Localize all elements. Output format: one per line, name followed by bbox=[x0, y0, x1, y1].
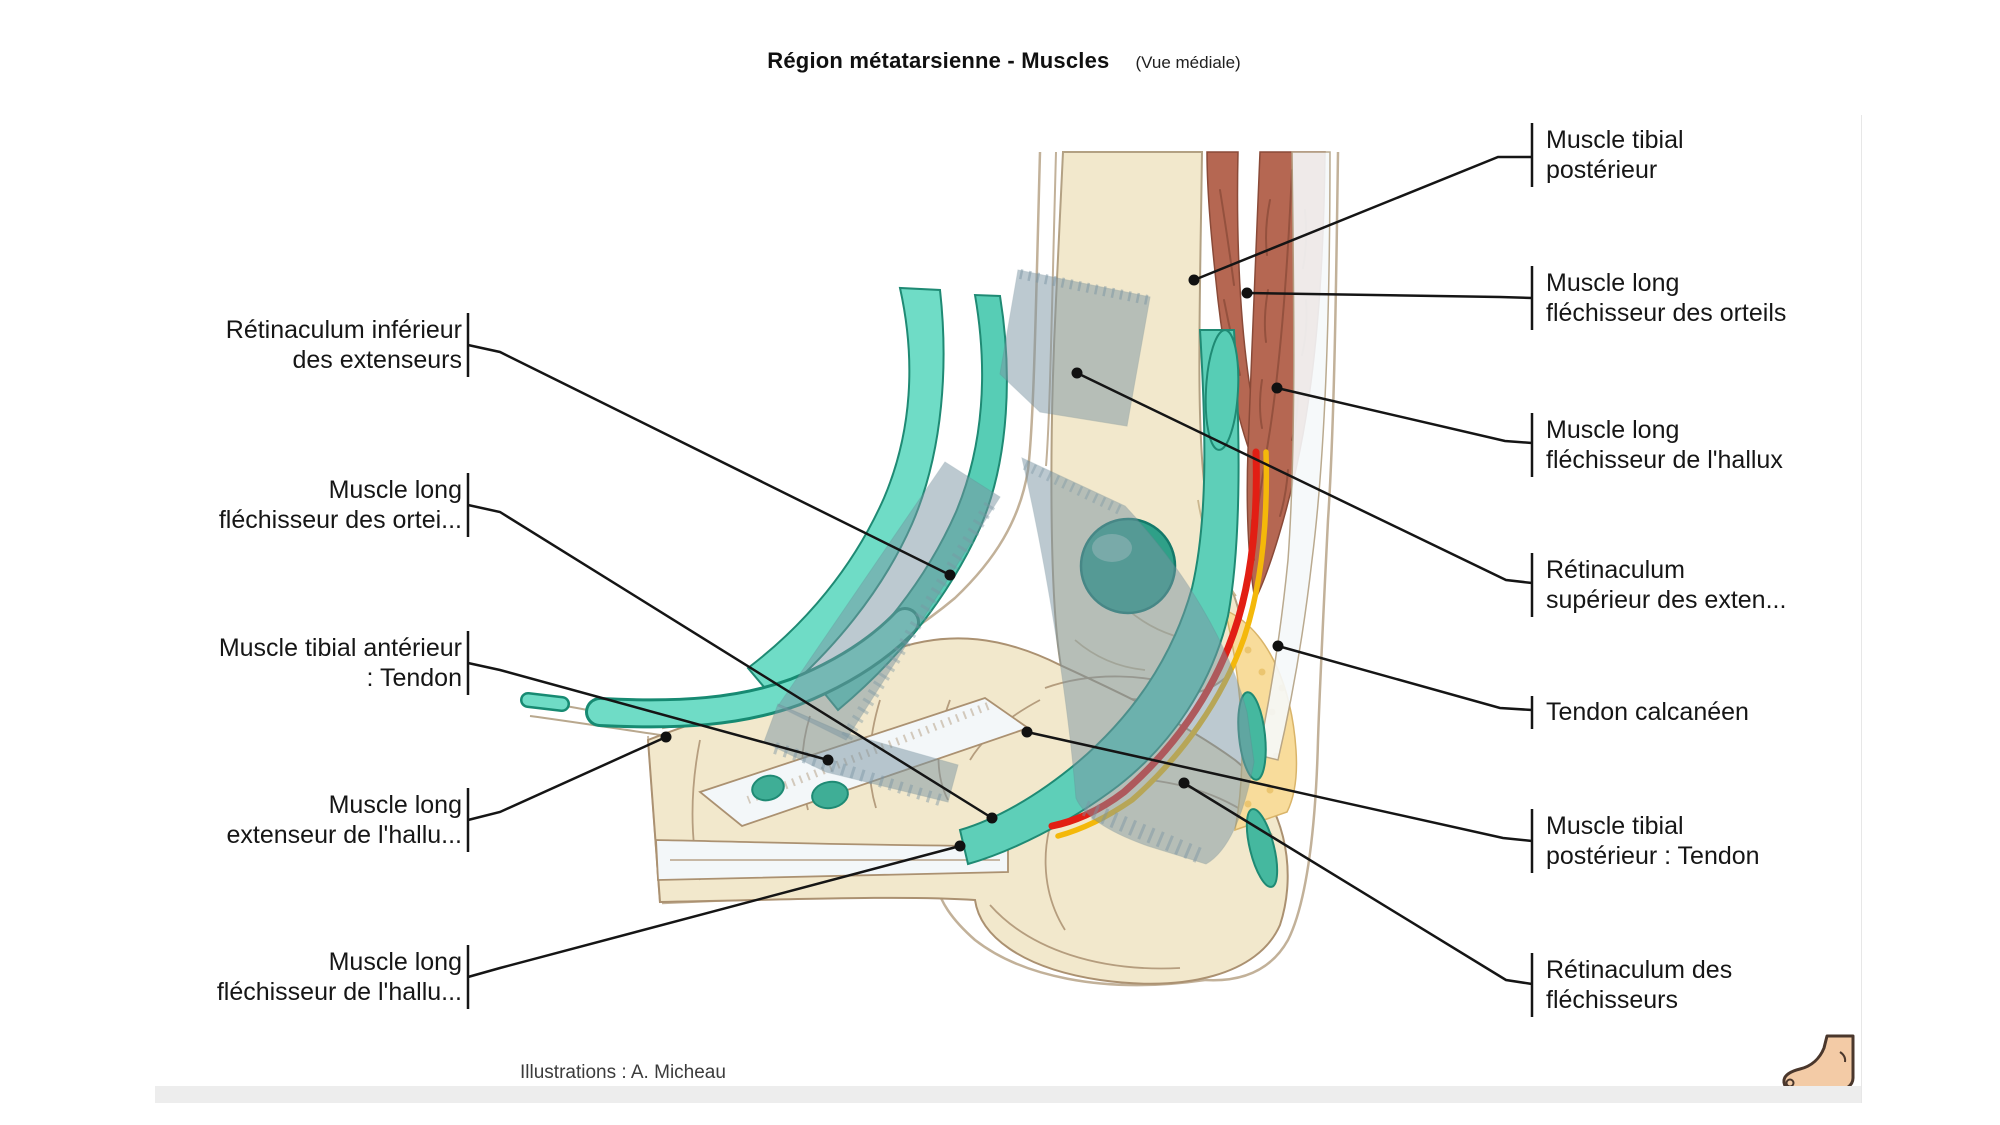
credit-text: Illustrations : A. Micheau bbox=[520, 1062, 726, 1083]
label-muscle-tibial-posterieur-tendon[interactable]: Muscle tibial postérieur : Tendon bbox=[1546, 812, 1760, 870]
label-muscle-tibial-anterieur-tendon[interactable]: Muscle tibial antérieur : Tendon bbox=[218, 634, 462, 692]
label-muscle-long-flechisseur-de-lhallux-left[interactable]: Muscle long fléchisseur de l'hallu... bbox=[216, 948, 462, 1006]
label-retinaculum-superieur-des-extenseurs[interactable]: Rétinaculum supérieur des exten... bbox=[1546, 556, 1787, 614]
annotation-dots bbox=[660, 274, 1284, 852]
achilles-tendon bbox=[1257, 151, 1331, 761]
leader-lines bbox=[467, 155, 1533, 986]
label-tendon-calcaneen[interactable]: Tendon calcanéen bbox=[1546, 698, 1749, 726]
view-subtitle: (Vue médiale) bbox=[1135, 53, 1241, 72]
label-muscle-long-extenseur-de-lhallux[interactable]: Muscle long extenseur de l'hallu... bbox=[226, 791, 462, 849]
label-muscle-tibial-posterieur[interactable]: Muscle tibial postérieur bbox=[1546, 126, 1684, 184]
page-header: Région métatarsienne - Muscles (Vue médi… bbox=[504, 48, 1504, 74]
panel-right-edge bbox=[1861, 115, 1862, 1103]
label-muscle-long-flechisseur-des-orteils[interactable]: Muscle long fléchisseur des orteils bbox=[1546, 269, 1787, 327]
label-retinaculum-des-flechisseurs[interactable]: Rétinaculum des fléchisseurs bbox=[1546, 956, 1733, 1014]
retinaculum-bands bbox=[763, 269, 1255, 866]
label-retinaculum-inferieur-des-extenseurs[interactable]: Rétinaculum inférieur des extenseurs bbox=[225, 316, 462, 374]
label-muscle-long-flechisseur-des-orteils-left[interactable]: Muscle long fléchisseur des ortei... bbox=[218, 476, 462, 534]
bottom-strip bbox=[155, 1086, 1862, 1103]
small-teal-structures bbox=[751, 691, 1279, 888]
foot-icon bbox=[1782, 1034, 1855, 1094]
page-title: Région métatarsienne - Muscles bbox=[767, 48, 1110, 73]
label-muscle-long-flechisseur-de-lhallux[interactable]: Muscle long fléchisseur de l'hallux bbox=[1546, 416, 1783, 474]
label-tick-bars bbox=[466, 123, 1534, 1017]
